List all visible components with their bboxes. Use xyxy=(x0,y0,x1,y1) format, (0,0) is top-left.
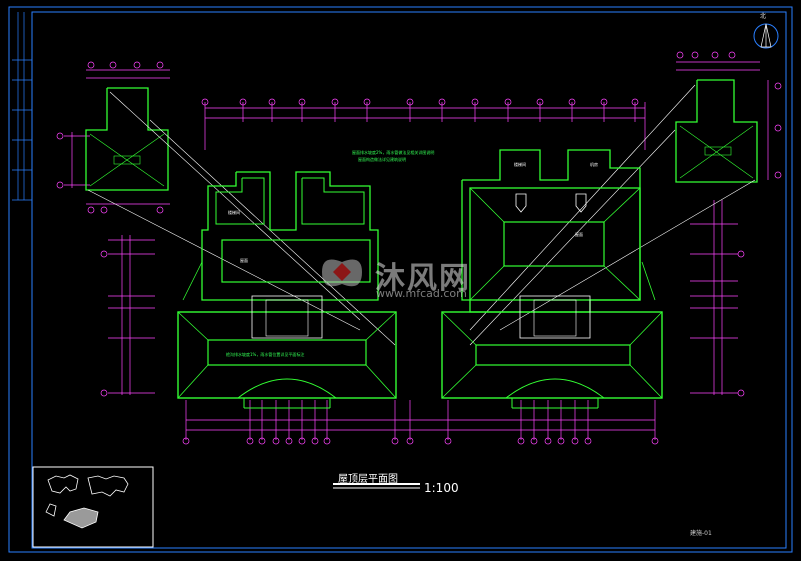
room-label: 屋面 xyxy=(575,232,583,237)
outer-frame xyxy=(8,6,793,553)
room-label: 楼梯间 xyxy=(514,162,526,167)
left-title-strip xyxy=(12,12,32,201)
detail-upper-left xyxy=(56,61,170,214)
watermark-logo-icon xyxy=(322,259,362,287)
right-dimension-lines xyxy=(690,200,745,397)
diagonal-reference-lines xyxy=(87,84,756,346)
watermark-url: www.mfcad.com xyxy=(376,287,467,300)
inner-frame xyxy=(31,11,787,549)
right-building-roof-plan xyxy=(441,149,663,409)
roof-note-lower: 檐沟排水坡度1%，雨水管位置详见平面标注 xyxy=(226,352,305,357)
room-label: 楼梯间 xyxy=(228,210,240,215)
drawing-title: 屋顶层平面图 xyxy=(338,474,398,485)
room-label: 屋面 xyxy=(240,258,248,263)
top-dimension-lines xyxy=(204,102,646,150)
left-building-roof-plan xyxy=(177,171,397,409)
north-arrow-icon xyxy=(753,23,779,49)
scale-bar xyxy=(333,483,420,489)
watermark-text: 沐风网 xyxy=(375,261,471,296)
bottom-axis-bubbles xyxy=(182,437,659,445)
drawing-scale: 1:100 xyxy=(424,481,459,495)
roof-note-upper: 屋面排水坡度2%，雨水管做法见相关详图说明 xyxy=(352,150,435,155)
room-label: 机房 xyxy=(590,162,598,167)
sheet-id: 建施-01 xyxy=(690,530,712,537)
left-dimension-lines xyxy=(100,235,155,397)
north-label: 北 xyxy=(760,13,767,20)
key-plan xyxy=(32,466,154,548)
bottom-dimension-lines xyxy=(185,400,656,440)
roof-note-upper-2: 屋面构造做法详见建筑说明 xyxy=(358,157,406,162)
detail-upper-right xyxy=(675,51,782,183)
top-axis-bubbles xyxy=(201,98,639,106)
